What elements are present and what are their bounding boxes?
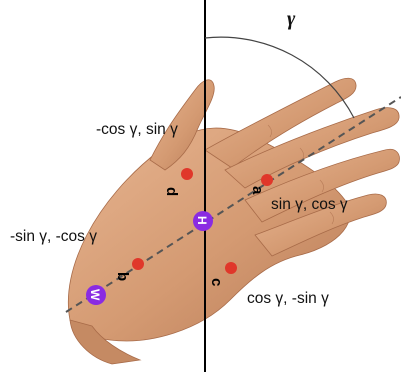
joint-label-H: H [195, 216, 209, 225]
label-lower-right: cos γ, -sin γ [247, 290, 329, 308]
label-left-mid: -sin γ, -cos γ [10, 228, 97, 246]
point-c [225, 262, 237, 274]
point-a [261, 174, 273, 186]
angle-gamma-label: γ [287, 8, 295, 31]
label-right-mid: sin γ, cos γ [271, 196, 348, 214]
label-upper-left: -cos γ, sin γ [96, 121, 178, 139]
point-b [132, 258, 144, 270]
point-letter-d: d [163, 187, 180, 196]
point-letter-a: a [249, 186, 266, 195]
point-letter-b: b [114, 272, 131, 281]
point-d [181, 168, 193, 180]
joint-label-W: W [88, 289, 102, 301]
point-letter-c: c [208, 278, 225, 286]
